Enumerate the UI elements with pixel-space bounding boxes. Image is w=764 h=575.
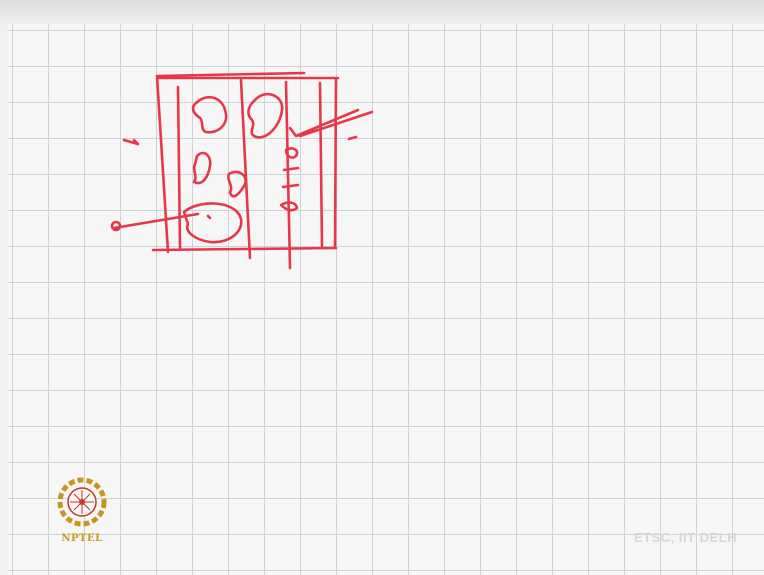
nptel-logo: NPTEL <box>54 472 110 550</box>
blob-shapes <box>184 94 282 242</box>
nptel-logo-label: NPTEL <box>54 533 110 544</box>
watermark-text: ETSC, IIT DELH <box>634 530 737 545</box>
nptel-emblem-icon <box>54 472 110 532</box>
arrows-and-pointers <box>112 110 372 230</box>
